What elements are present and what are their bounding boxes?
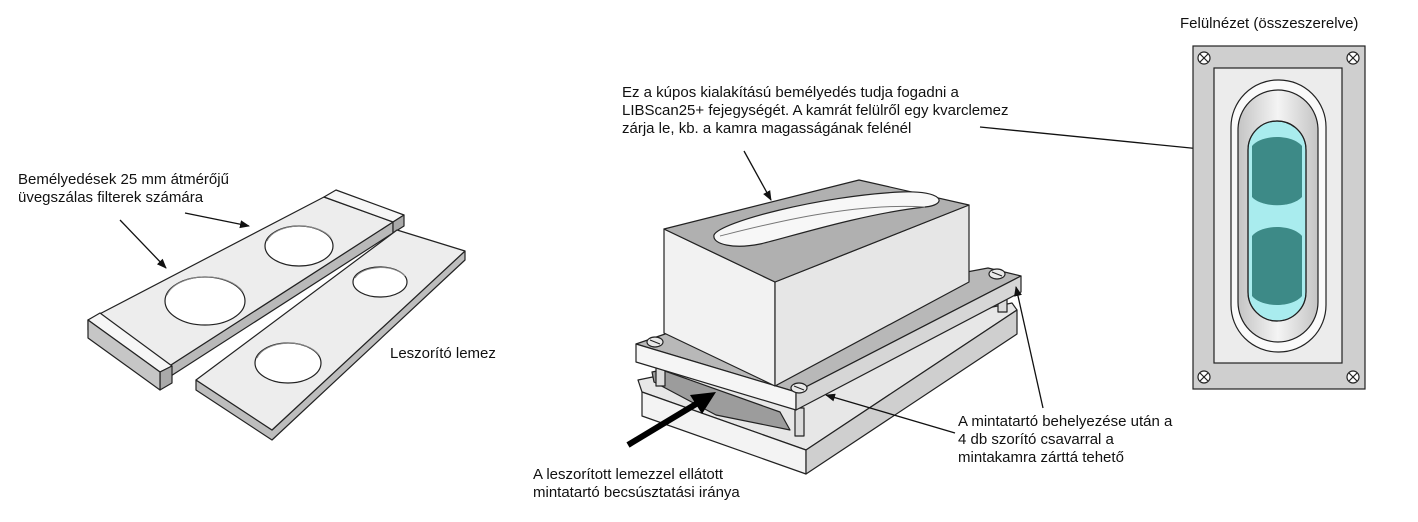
sample-chamber-assembly	[635, 179, 1022, 475]
label-top-view: Felülnézet (összeszerelve)	[1180, 15, 1359, 32]
label-seal-line-1: A mintatartó behelyezése után a	[958, 413, 1173, 430]
label-cone-line-2: LIBScan25+ fejegységét. A kamrát felülrő…	[622, 102, 1009, 119]
pointer-arrow-groove-1	[119, 219, 167, 269]
pointer-arrow-groove-2	[184, 212, 250, 229]
corner-screw	[1346, 370, 1360, 384]
conical-recess	[713, 191, 940, 247]
clamp-plate	[195, 229, 466, 441]
top-view	[1192, 45, 1366, 390]
filter-holder-plate	[87, 189, 405, 391]
pointer-arrow-cone	[743, 150, 772, 201]
label-grooves-line-2: üvegszálas filterek számára	[18, 189, 204, 206]
corner-screw	[1197, 51, 1211, 65]
label-insert-direction: A leszorított lemezzel ellátott mintatar…	[533, 466, 740, 502]
insert-direction-arrow	[626, 395, 708, 448]
insert-direction-arrowhead	[690, 392, 716, 414]
label-insert-direction-line-2: mintatartó becsúsztatási iránya	[533, 484, 740, 501]
clamp-hole	[352, 266, 408, 298]
label-grooves-line-1: Bemélyedések 25 mm átmérőjű	[18, 171, 229, 188]
label-seal-line-2: 4 db szorító csavarral a	[958, 431, 1114, 448]
pointer-arrow-screw-front	[825, 393, 956, 434]
label-clamp-plate: Leszorító lemez	[390, 345, 496, 362]
corner-screw	[1346, 51, 1360, 65]
corner-screw	[1197, 370, 1211, 384]
pointer-arrow-screw-right	[1014, 286, 1044, 409]
label-cone-line-3: zárja le, kb. a kamra magasságának felén…	[622, 120, 912, 137]
label-insert-direction-line-1: A leszorított lemezzel ellátott	[533, 466, 724, 483]
label-seal-line-3: mintakamra zárttá tehető	[958, 449, 1124, 466]
label-cone-line-1: Ez a kúpos kialakítású bemélyedés tudja …	[622, 84, 959, 101]
label-seal: A mintatartó behelyezése után a 4 db szo…	[958, 413, 1172, 467]
label-cone: Ez a kúpos kialakítású bemélyedés tudja …	[622, 84, 1008, 138]
label-grooves: Bemélyedések 25 mm átmérőjű üvegszálas f…	[18, 171, 229, 207]
